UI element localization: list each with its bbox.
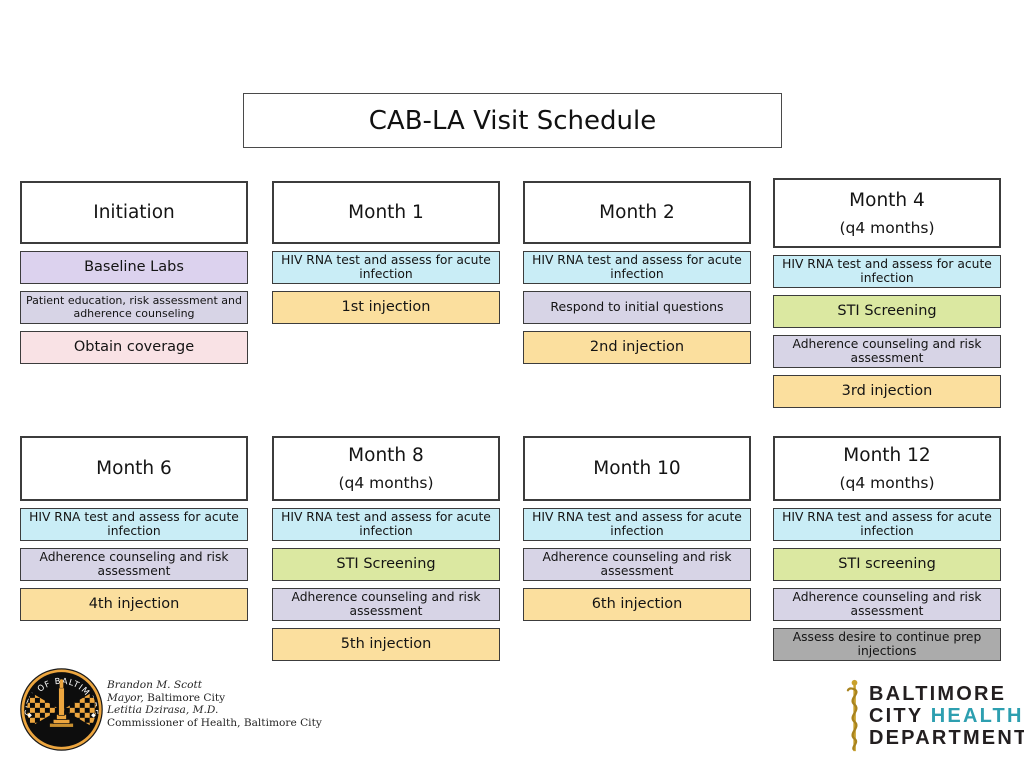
schedule-item: STI screening xyxy=(773,548,1001,581)
column-header: Month 1 xyxy=(272,181,500,244)
schedule-item: Patient education, risk assessment and a… xyxy=(20,291,248,324)
column-header: Initiation xyxy=(20,181,248,244)
column-title: Month 6 xyxy=(96,458,172,479)
column-title: Month 8 xyxy=(348,445,424,466)
schedule-item: 4th injection xyxy=(20,588,248,621)
mayor-title: Mayor, Baltimore City xyxy=(107,691,226,704)
schedule-item: Respond to initial questions xyxy=(523,291,751,324)
column-title: Month 2 xyxy=(599,202,675,223)
column-header: Month 12 (q4 months) xyxy=(773,436,1001,501)
column-header: Month 8 (q4 months) xyxy=(272,436,500,501)
column-subtitle: (q4 months) xyxy=(839,218,935,237)
schedule-column-month-2: Month 2 HIV RNA test and assess for acute… xyxy=(523,181,751,364)
schedule-item: HIV RNA test and assess for acute infect… xyxy=(272,251,500,284)
footer-officials-text: Brandon M. Scott Mayor, Baltimore City L… xyxy=(107,679,322,730)
schedule-column-month-12: Month 12 (q4 months) HIV RNA test and asse… xyxy=(773,436,1001,661)
commissioner-title: Commissioner of Health, Baltimore City xyxy=(107,717,322,730)
column-title: Initiation xyxy=(93,202,175,223)
column-subtitle: (q4 months) xyxy=(338,474,434,492)
rod-of-asclepius-icon xyxy=(846,679,858,752)
schedule-item: HIV RNA test and assess for acute infect… xyxy=(20,508,248,541)
schedule-column-month-10: Month 10 HIV RNA test and assess for acut… xyxy=(523,436,751,621)
schedule-item: Obtain coverage xyxy=(20,331,248,364)
schedule-column-month-6: Month 6 HIV RNA test and assess for acute… xyxy=(20,436,248,621)
bchd-line1: BALTIMORE xyxy=(869,683,1007,705)
schedule-column-month-8: Month 8 (q4 months) HIV RNA test and asses… xyxy=(272,436,500,661)
schedule-item: 2nd injection xyxy=(523,331,751,364)
page-title: CAB-LA Visit Schedule xyxy=(368,105,657,136)
schedule-item: Assess desire to continue prep injection… xyxy=(773,628,1001,661)
bchd-line3: DEPARTMENT xyxy=(869,727,1024,749)
schedule-item: 5th injection xyxy=(272,628,500,661)
commissioner-name: Letitia Dzirasa, M.D. xyxy=(107,704,219,717)
column-title: Month 1 xyxy=(348,202,424,223)
schedule-item: HIV RNA test and assess for acute infect… xyxy=(773,255,1001,288)
mayor-name: Brandon M. Scott xyxy=(107,679,203,691)
schedule-item: Baseline Labs xyxy=(20,251,248,284)
slide-title-box: CAB-LA Visit Schedule xyxy=(243,93,782,148)
schedule-item: Adherence counseling and risk assessment xyxy=(20,548,248,581)
bchd-logo-text: BALTIMORE CITY HEALTH DEPARTMENT xyxy=(869,683,1024,749)
schedule-item: HIV RNA test and assess for acute infect… xyxy=(773,508,1001,541)
schedule-column-month-1: Month 1 HIV RNA test and assess for acute… xyxy=(272,181,500,324)
schedule-column-month-4: Month 4 (q4 months) HIV RNA test and asses… xyxy=(773,178,1001,408)
column-title: Month 4 xyxy=(849,189,925,211)
column-subtitle: (q4 months) xyxy=(839,474,935,492)
schedule-item: HIV RNA test and assess for acute infect… xyxy=(523,251,751,284)
schedule-item: 1st injection xyxy=(272,291,500,324)
schedule-item: HIV RNA test and assess for acute infect… xyxy=(272,508,500,541)
schedule-item: Adherence counseling and risk assessment xyxy=(773,335,1001,368)
bchd-line2: CITY HEALTH xyxy=(869,705,1024,727)
baltimore-city-seal: CITY OF BALTIMORE xyxy=(20,668,103,751)
column-header: Month 10 xyxy=(523,436,751,501)
column-header: Month 4 (q4 months) xyxy=(773,178,1001,248)
column-title: Month 10 xyxy=(593,458,681,479)
column-title: Month 12 xyxy=(843,445,931,466)
schedule-item: HIV RNA test and assess for acute infect… xyxy=(523,508,751,541)
schedule-item: Adherence counseling and risk assessment xyxy=(773,588,1001,621)
city-seal-icon: CITY OF BALTIMORE xyxy=(20,668,103,751)
schedule-item: Adherence counseling and risk assessment xyxy=(272,588,500,621)
column-header: Month 2 xyxy=(523,181,751,244)
column-header: Month 6 xyxy=(20,436,248,501)
schedule-item: STI Screening xyxy=(272,548,500,581)
schedule-item: STI Screening xyxy=(773,295,1001,328)
bchd-logo: BALTIMORE CITY HEALTH DEPARTMENT xyxy=(845,677,1024,755)
schedule-item: 3rd injection xyxy=(773,375,1001,408)
schedule-item: Adherence counseling and risk assessment xyxy=(523,548,751,581)
schedule-item: 6th injection xyxy=(523,588,751,621)
